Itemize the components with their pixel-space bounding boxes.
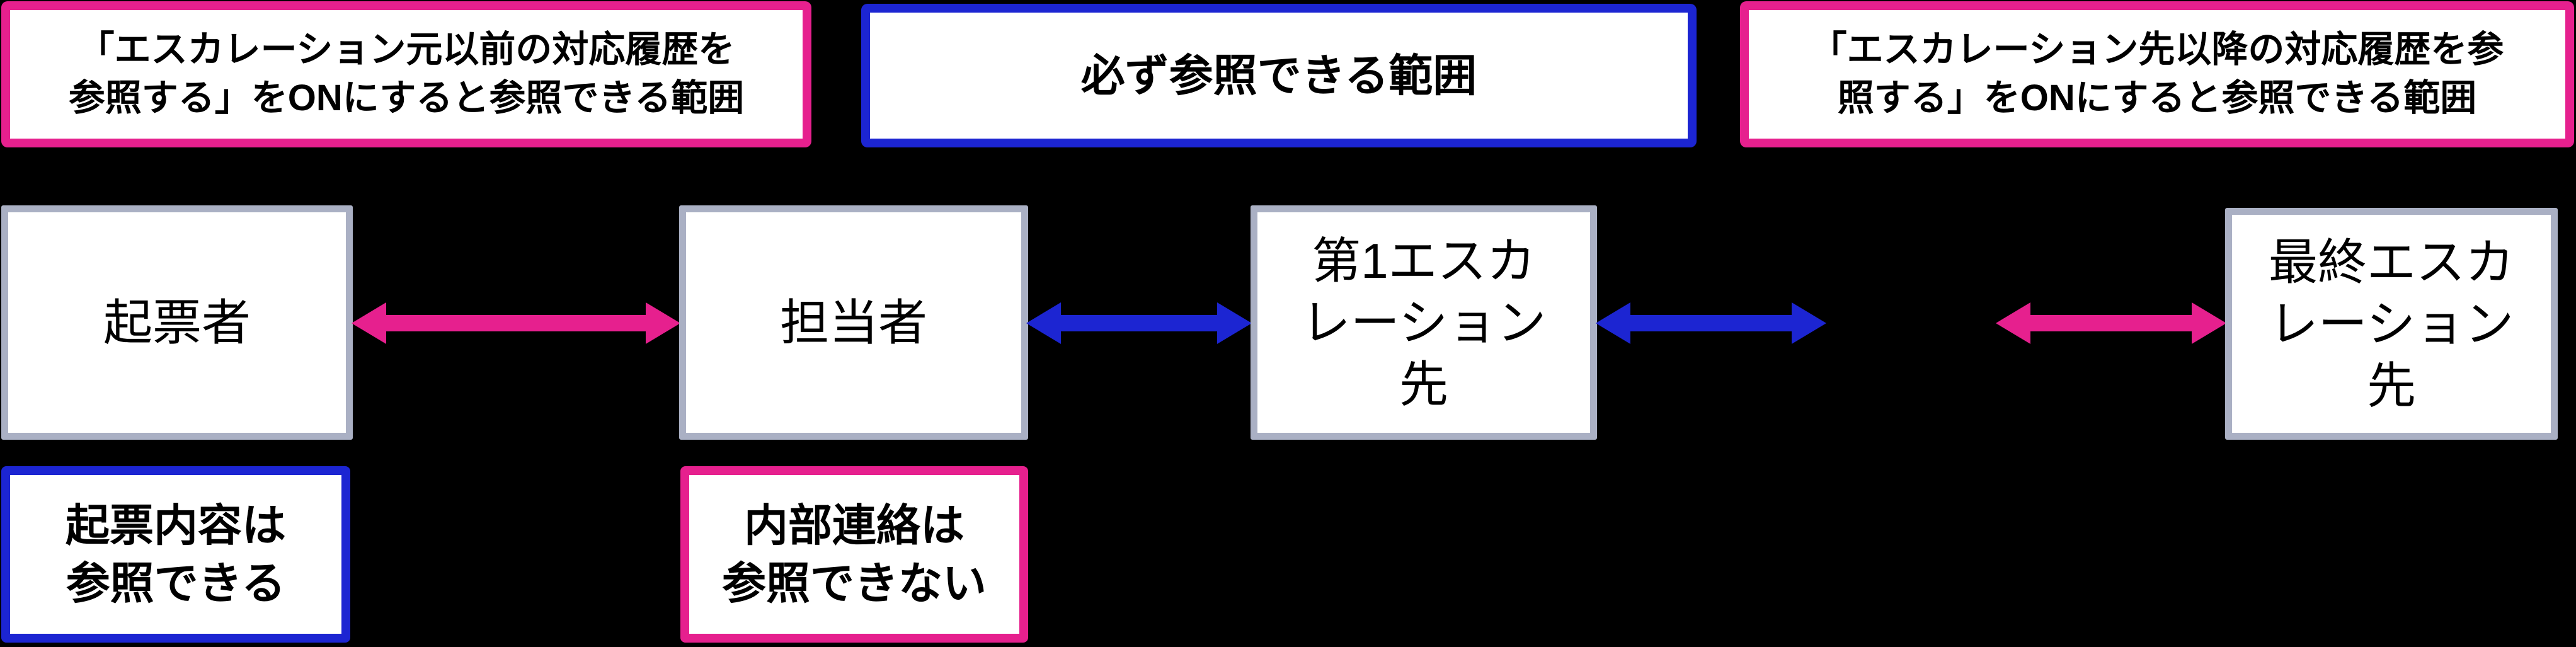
legend-after-escalation-target: 「エスカレーション先以降の対応履歴を参 照する」をONにすると参照できる範囲 (1740, 1, 2574, 147)
node-originator: 起票者 (1, 205, 353, 440)
double-arrow-originator-assignee (352, 302, 680, 344)
double-arrow-assignee-first-escalation (1026, 302, 1252, 344)
node-assignee: 担当者 (679, 205, 1028, 440)
double-arrow-toward-final-escalation (1996, 302, 2226, 344)
double-arrow-first-escalation-onward (1596, 302, 1826, 344)
note-originator-content-visible: 起票内容は 参照できる (1, 466, 350, 643)
legend-before-escalation-source: 「エスカレーション元以前の対応履歴を 参照する」をONにすると参照できる範囲 (1, 1, 811, 147)
note-internal-contact-not-visible: 内部連絡は 参照できない (680, 466, 1028, 643)
node-final-escalation-target: 最終エスカ レーション 先 (2225, 208, 2558, 440)
legend-always-visible-range: 必ず参照できる範囲 (861, 4, 1697, 147)
node-first-escalation-target: 第1エスカ レーション 先 (1251, 205, 1597, 440)
